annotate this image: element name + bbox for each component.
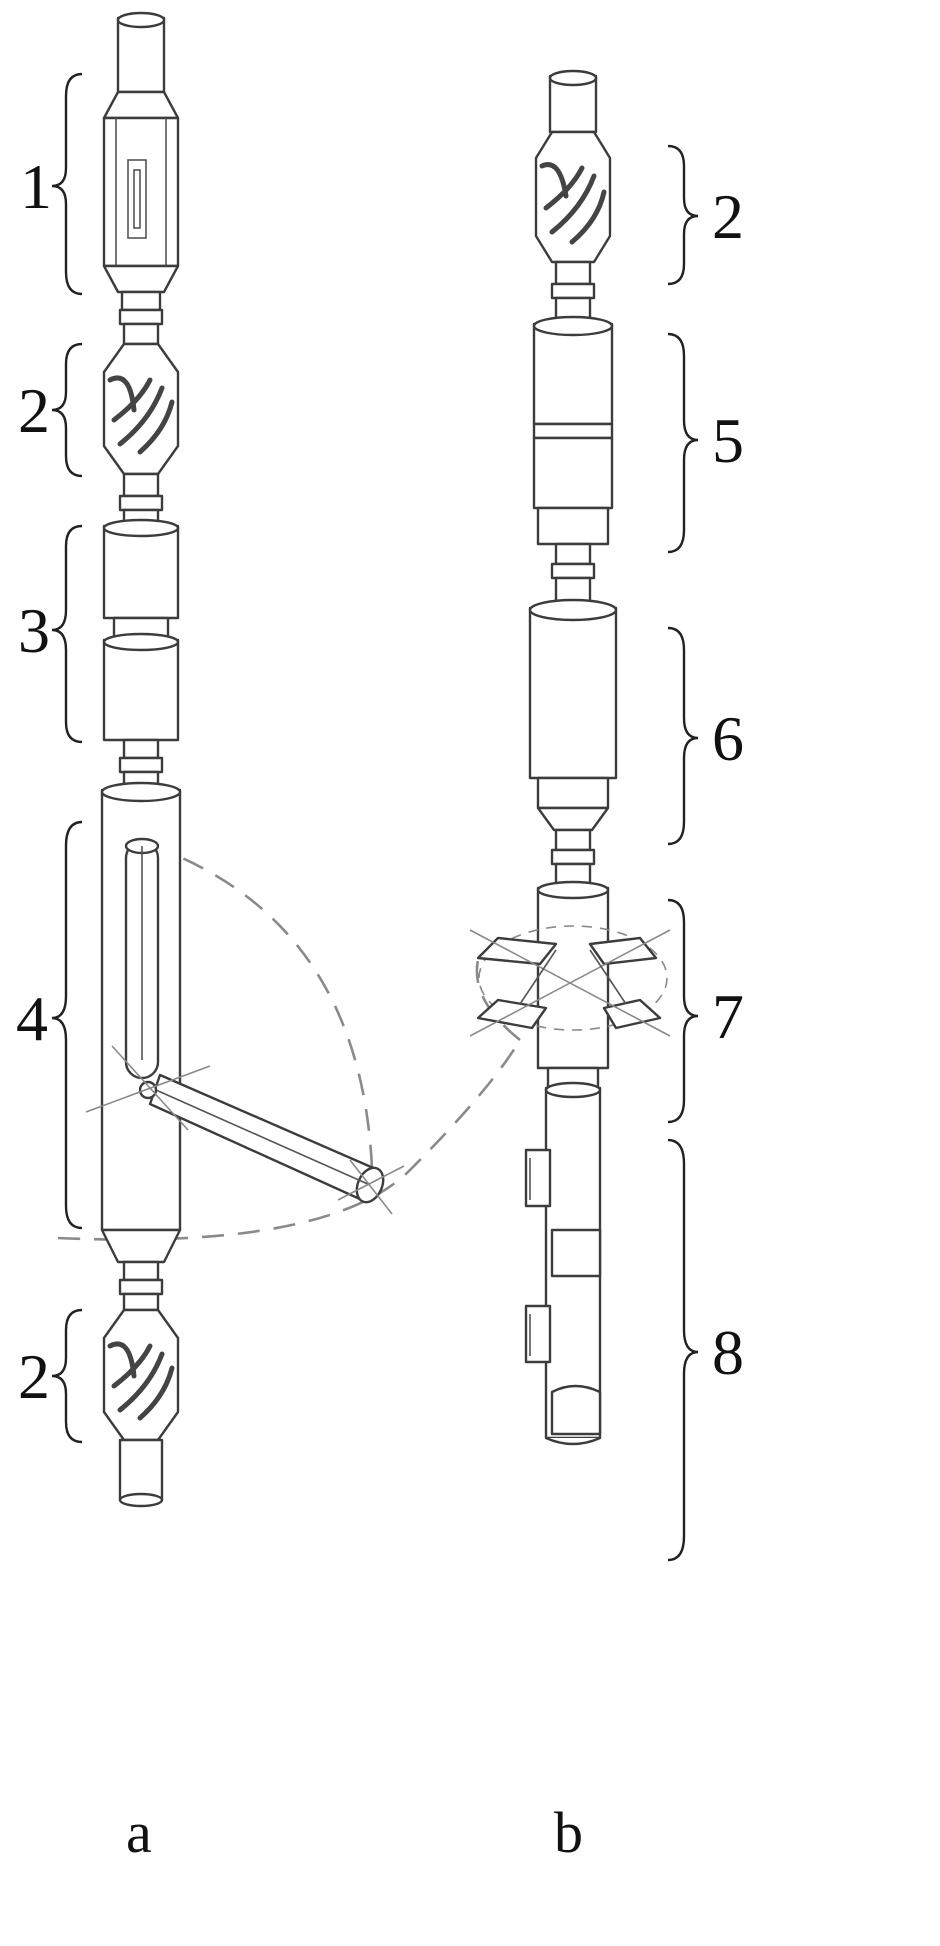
brace-b-1 [667,144,699,286]
caption-a: a [126,1800,152,1865]
component-5-lower [532,436,614,510]
brace-a-4 [51,820,83,1230]
brace-a-2 [51,342,83,478]
braces-a [51,72,83,1444]
label-b-2: 5 [712,405,744,476]
label-a-1: 1 [20,151,52,222]
label-b-3: 6 [712,703,744,774]
component-7-fin [476,936,558,966]
a-top-pin [116,16,166,94]
a-stabilizer-lower [102,1308,180,1442]
label-a-4: 4 [16,983,48,1054]
brace-b-4 [667,898,699,1124]
labels-a: 1 2 3 4 2 [16,151,52,1412]
a-bottom-pin [118,1438,164,1502]
tool-string-a [85,11,405,1508]
component-3-lower [102,638,180,742]
brace-b-3 [667,626,699,846]
label-b-4: 7 [712,981,744,1052]
component-7-body [536,886,610,1070]
brace-a-3 [51,524,83,744]
label-b-1: 2 [712,181,744,252]
brace-a-1 [51,72,83,296]
component-1-body [102,116,180,268]
swing-arc-lower [57,1039,522,1241]
component-6-body [528,606,618,780]
swing-arcs [57,843,522,1241]
label-b-5: 8 [712,1317,744,1388]
brace-a-5 [51,1308,83,1444]
labels-b: 2 5 6 7 8 [712,181,744,1388]
a-top-pin-face [116,11,166,29]
a-stabilizer-upper [102,342,180,476]
label-a-3: 3 [18,595,50,666]
caption-b: b [554,1800,583,1865]
a-taper [102,90,180,120]
component-5-upper [532,322,614,426]
braces-b [667,144,699,1562]
swing-arc-right [475,959,521,1042]
label-a-5: 2 [18,1341,50,1412]
brace-b-2 [667,332,699,554]
label-a-2: 2 [18,375,50,446]
component-4-pivot [138,1080,158,1100]
brace-b-5 [667,1138,699,1562]
component-3-upper [102,524,180,620]
component-1-slot [127,159,147,239]
tool-string-b [469,69,671,1446]
